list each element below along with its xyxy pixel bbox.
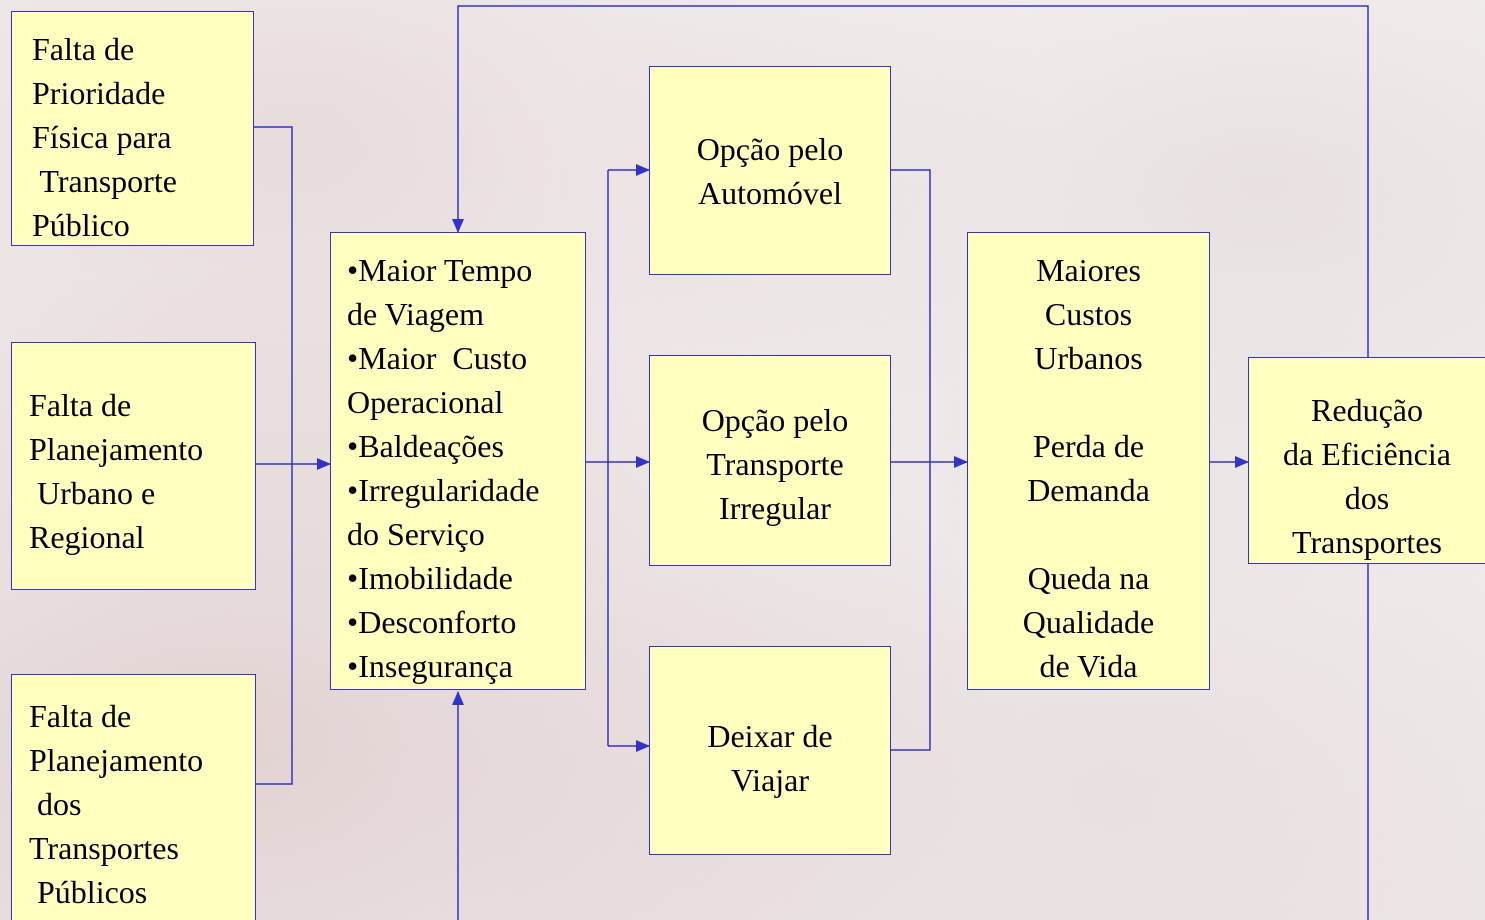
effect-item: do Serviço [347,516,485,552]
effect-item: •Irregularidade [347,472,540,508]
option-text: Deixar de [707,718,833,754]
effect-item: •Maior Custo [347,340,528,376]
effect-item: de Viagem [347,296,484,332]
consequence-text: Urbanos [1034,340,1143,376]
consequence-text: Custos [1044,296,1133,332]
consequence-text: Qualidade [1022,604,1155,640]
consequence-text: Perda de [1032,428,1145,464]
connector-options-merge [891,169,931,751]
consequence-text: de Vida [1039,648,1138,684]
cause-text: Regional [29,519,145,555]
consequence-text: Maiores [1036,252,1141,288]
option-text: Automóvel [698,175,842,211]
feedback-loop-top [452,5,1369,357]
cause-text: Falta de [29,698,132,734]
cause-text: Transporte [32,163,177,199]
option-text: Irregular [719,490,831,526]
cause-box-priority: Falta de Prioridade Física para Transpor… [11,11,254,246]
consequences-box: Maiores Custos Urbanos Perda de Demanda … [967,232,1210,690]
option-text: Opção pelo [696,131,844,167]
consequence-text: Queda na [1027,560,1150,596]
cause-text: Prioridade [32,75,166,111]
result-text: Transportes [1292,524,1442,560]
option-box-automovel: Opção pelo Automóvel [649,66,891,275]
cause-text: Falta de [29,387,132,423]
result-box: Redução da Eficiência dos Transportes [1248,357,1485,564]
effect-item: Operacional [347,384,504,420]
cause-box-urban-planning: Falta de Planejamento Urbano e Regional [11,342,256,590]
option-box-deixar: Deixar de Viajar [649,646,891,855]
cause-text: Física para [32,119,172,155]
effect-item: •Maior Tempo [347,252,533,288]
consequence-text [968,512,1209,556]
consequence-text: Demanda [1027,472,1150,508]
effect-item: •Baldeações [347,428,504,464]
option-text: Viajar [730,762,810,798]
consequence-text [968,380,1209,424]
cause-text: Urbano e [29,475,156,511]
cause-text: Públicos [29,874,148,910]
result-text: dos [1344,480,1390,516]
cause-text: Planejamento [29,742,204,778]
option-box-irregular: Opção pelo Transporte Irregular [649,355,891,566]
cause-text: Transportes [29,830,179,866]
option-text: Transporte [706,446,844,482]
cause-text: Público [32,207,130,243]
cause-box-transport-planning: Falta de Planejamento dos Transportes Pú… [11,674,256,920]
cause-text: Falta de [32,31,135,67]
effect-item: •Desconforto [347,604,517,640]
connector-cause-1 [254,126,293,785]
effect-item: •Insegurança [347,648,513,684]
cause-text: Planejamento [29,431,204,467]
option-text: Opção pelo [701,402,849,438]
effects-box: •Maior Tempo de Viagem •Maior Custo Oper… [330,232,586,690]
result-text: da Eficiência [1283,436,1451,472]
result-text: Redução [1311,392,1423,428]
effect-item: •Imobilidade [347,560,513,596]
cause-text: dos [29,786,82,822]
